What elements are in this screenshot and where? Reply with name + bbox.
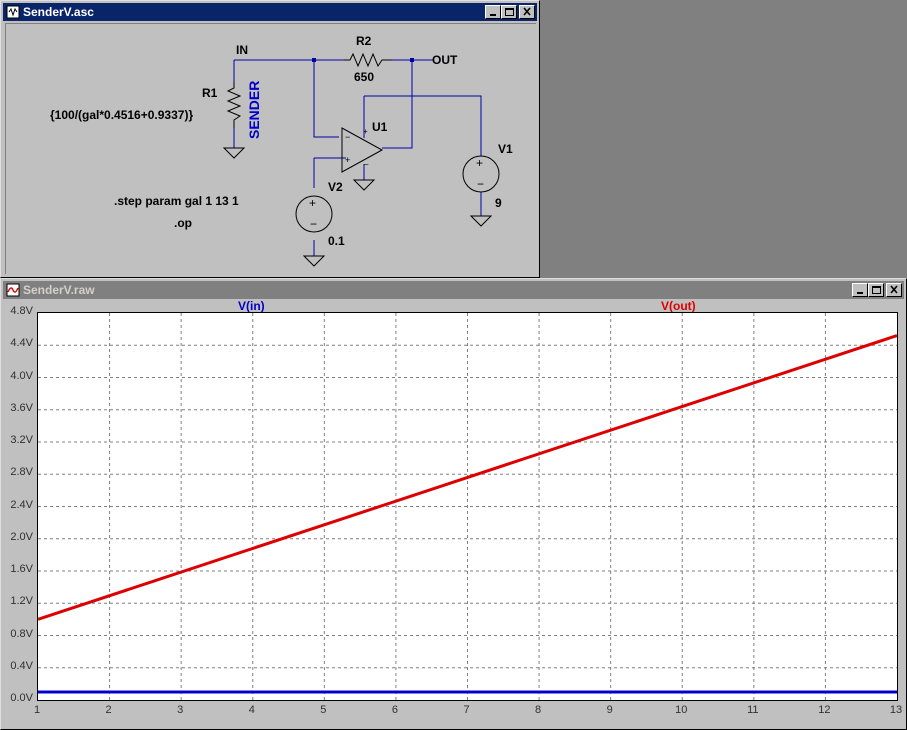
r2-name: R2 [356,34,372,48]
x-tick-label: 1 [33,704,41,716]
svg-text:−: − [310,217,317,231]
waveform-minimize-button[interactable] [852,283,868,297]
y-tick-label: 3.2V [10,434,33,446]
schematic-title: SenderV.asc [23,5,94,19]
x-tick-label: 5 [320,704,327,716]
svg-text:−: − [477,177,484,191]
y-tick-label: 4.8V [10,305,33,317]
x-tick-label: 12 [818,704,831,716]
schematic-titlebar[interactable]: SenderV.asc [3,3,537,21]
maximize-icon [872,286,881,294]
y-tick-label: 2.0V [10,530,33,543]
net-label-out: OUT [432,53,458,67]
svg-text:+: + [363,127,368,136]
schematic-maximize-button[interactable] [501,5,517,19]
schematic-drawing: − + + − + − + − [222,52,500,267]
r2-value: 650 [354,70,375,84]
close-icon [523,7,531,16]
x-tick-label: 11 [747,704,759,716]
y-tick-label: 0.8V [10,627,33,640]
svg-text:+: + [345,155,350,165]
minimize-icon [857,292,863,294]
y-tick-label: 1.6V [10,563,33,575]
x-tick-label: 6 [391,704,398,716]
y-tick-label: 2.8V [10,466,33,479]
u1-name: U1 [372,120,388,134]
close-icon [890,285,898,294]
y-tick-label: 3.6V [10,401,33,414]
step-directive: .step param gal 1 13 1 [114,194,239,208]
minimize-icon [490,14,496,16]
y-tick-label: 4.0V [10,369,33,382]
v2-name: V2 [328,180,343,194]
x-tick-label: 8 [535,704,542,716]
schematic-canvas[interactable]: − + + − + − + − IN OUT R1 {100/(gal*0.45… [5,23,536,274]
r1-tag: SENDER [246,80,262,139]
y-tick-label: 4.4V [10,337,33,350]
x-tick-label: 2 [105,704,112,716]
x-tick-label: 7 [463,704,470,716]
waveform-close-button[interactable] [886,283,902,297]
schematic-minimize-button[interactable] [485,5,501,19]
plot-svg [38,313,897,700]
waveform-window-buttons [852,283,902,297]
waveform-window[interactable]: SenderV.raw V(in) V(out) 0.0V 0.4V 0.8V 1.2… [0,278,907,730]
svg-text:−: − [364,160,369,169]
waveform-title: SenderV.raw [23,283,95,297]
y-tick-label: 2.4V [10,498,33,511]
svg-text:+: + [476,156,483,170]
schematic-window[interactable]: SenderV.asc [0,0,540,278]
y-tick-label: 1.2V [10,595,33,608]
y-tick-label: 0.4V [10,659,33,672]
v2-value: 0.1 [328,234,345,248]
x-tick-label: 13 [889,704,903,716]
schematic-window-buttons [485,5,535,19]
svg-text:+: + [309,196,316,210]
x-tick-label: 9 [606,704,613,716]
plot-area[interactable] [37,312,898,701]
y-tick-label: 0.0V [10,692,33,704]
waveform-maximize-button[interactable] [868,283,884,297]
v1-name: V1 [498,142,513,156]
v1-value: 9 [495,196,502,210]
schematic-icon [6,5,20,19]
waveform-titlebar[interactable]: SenderV.raw [3,281,904,299]
trace-label-vin[interactable]: V(in) [238,299,265,313]
x-tick-label: 4 [248,704,255,716]
series-line-vout[interactable] [38,334,897,621]
x-tick-label: 3 [177,704,184,716]
x-tick-label: 10 [675,704,688,716]
r1-value: {100/(gal*0.4516+0.9337)} [50,108,194,122]
r1-name: R1 [202,86,218,100]
schematic-close-button[interactable] [519,5,535,19]
trace-label-vout[interactable]: V(out) [661,299,696,313]
waveform-icon [6,283,20,297]
op-directive: .op [174,216,192,230]
svg-text:−: − [345,132,350,142]
net-label-in: IN [236,43,248,57]
maximize-icon [505,8,514,16]
